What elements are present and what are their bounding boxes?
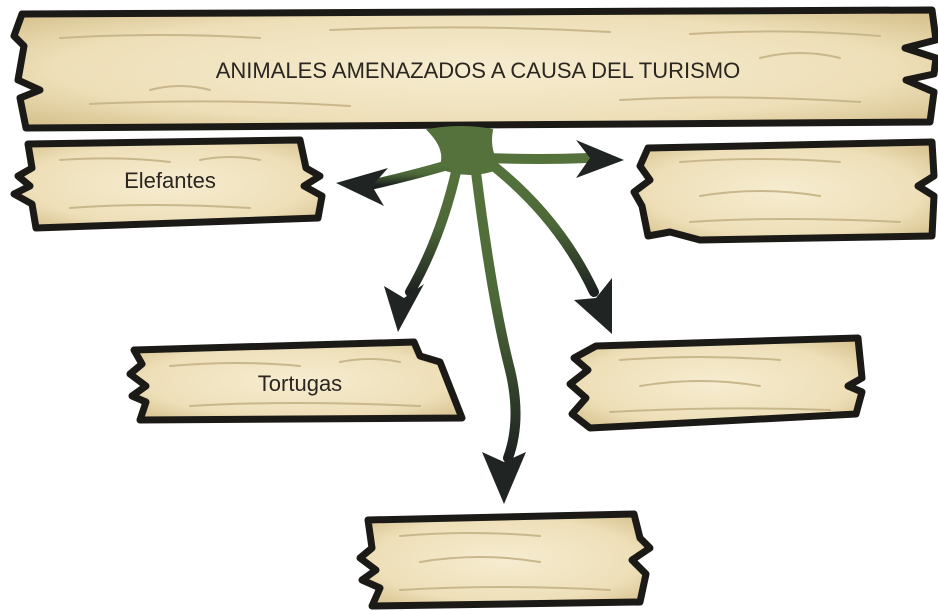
arrow-branch-upper-right [483, 153, 593, 164]
arrow-branch-middle-right [491, 163, 599, 297]
plank-middle-right-grain [609, 356, 831, 413]
diagram-title: ANIMALES AMENAZADOS A CAUSA DEL TURISMO [216, 58, 740, 83]
arrow-branch-bottom [471, 167, 521, 463]
arrowhead-tortugas [384, 284, 424, 332]
arrow-branch-tortugas [405, 167, 461, 297]
plank-bottom-grain [399, 532, 611, 591]
arrowhead-elefantes [336, 168, 388, 206]
plank-tortugas-board [126, 338, 466, 424]
title-plank-board [10, 6, 938, 132]
plank-tortugas-grain [169, 358, 421, 407]
title-plank: ANIMALES AMENAZADOS A CAUSA DEL TURISMO [10, 6, 938, 132]
branching-arrows [336, 126, 624, 504]
arrowhead-upper-right [576, 140, 624, 178]
plank-elefantes-label: Elefantes [124, 168, 216, 193]
plank-elefantes-grain [59, 156, 261, 209]
plank-upper-right-grain [679, 158, 901, 223]
plank-middle-right-board [566, 334, 866, 432]
plank-tortugas-label: Tortugas [258, 371, 342, 396]
arrowhead-bottom [482, 452, 526, 504]
arrow-branch-elefantes [365, 160, 453, 190]
plank-tortugas: Tortugas [126, 338, 466, 424]
plank-upper-right [630, 138, 938, 244]
arrowhead-middle-right [574, 278, 612, 334]
plank-elefantes: Elefantes [10, 136, 326, 232]
plank-bottom-board [356, 510, 654, 610]
plank-bottom [356, 510, 654, 610]
plank-middle-right [566, 334, 866, 432]
title-plank-grain [59, 26, 881, 107]
